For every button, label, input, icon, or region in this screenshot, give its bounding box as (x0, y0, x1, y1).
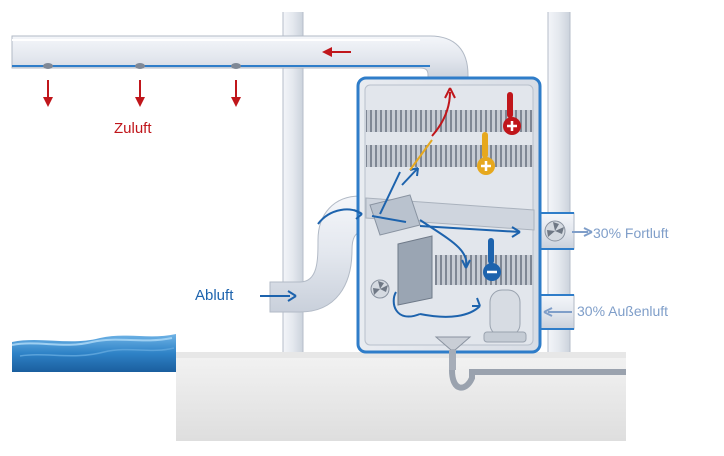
supply-outlet-arrows (43, 80, 241, 107)
thermometer-plus-icon (477, 132, 495, 175)
outside-air-arrow (543, 307, 572, 317)
fan-icon (544, 220, 566, 242)
label-outside-air: 30% Außenluft (577, 303, 669, 319)
compressor (489, 289, 521, 337)
airflow-arrows (317, 167, 521, 318)
heated-air-arrow (431, 87, 456, 137)
label-outgoing-air: 30% Fortluft (593, 225, 669, 241)
supply-arrow-left (322, 47, 351, 57)
outgoing-air-arrow (572, 227, 593, 237)
pool-water (11, 334, 176, 372)
floor-slab (176, 352, 626, 441)
heater-grille-bottom (366, 145, 534, 167)
exhaust-inlet-arrow (260, 290, 297, 302)
label-supply-air: Zuluft (114, 120, 152, 137)
thermometer-minus-icon (483, 238, 501, 281)
damper-block (397, 235, 433, 306)
column-left (282, 12, 304, 352)
label-exhaust-air: Abluft (195, 287, 234, 304)
thermometer-plus-icon (503, 92, 521, 135)
supply-duct (11, 35, 469, 81)
column-right (547, 12, 571, 352)
heater-grille-top (366, 110, 534, 132)
heating-arrow (409, 139, 433, 171)
funnel-drain-icon (434, 336, 626, 391)
heat-exchanger (369, 194, 421, 236)
fan-icon (370, 279, 390, 299)
